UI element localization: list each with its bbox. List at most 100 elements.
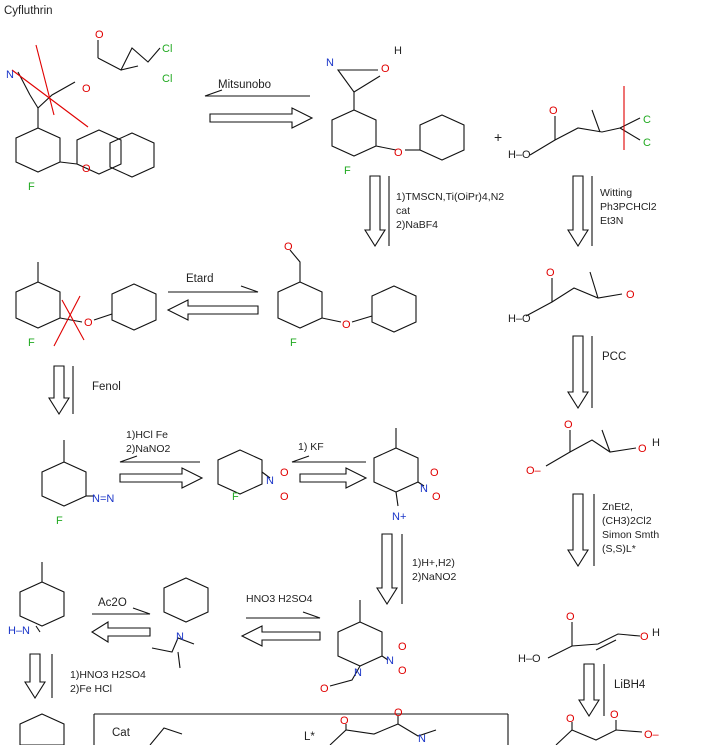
atom-label: N+	[392, 511, 406, 523]
atom-label: O	[84, 317, 93, 329]
atom-label: O	[394, 707, 403, 719]
reagent-pcc: PCC	[602, 351, 626, 363]
atom-label: O	[398, 641, 407, 653]
atom-label: O	[432, 491, 441, 503]
atom-label: O	[610, 709, 619, 721]
arrow-nitration-reduction: 1)HNO3 H2SO4 2)Fe HCl	[24, 653, 146, 700]
atom-label: O	[566, 713, 575, 725]
molecule-cyfluthrin: O O O N Cl Cl F	[6, 29, 172, 193]
molecule-toluidine: H–N	[8, 562, 65, 637]
reagent-nitration-2: 2)Fe HCl	[70, 683, 112, 695]
atom-label: O	[394, 147, 403, 159]
atom-label: N	[386, 655, 394, 667]
atom-label: O	[430, 467, 439, 479]
reagent-wittig: Et3N	[600, 215, 623, 227]
arrow-mitsunobu: Mitsunobo	[204, 79, 314, 129]
atom-label: N	[420, 483, 428, 495]
atom-label: O	[564, 419, 573, 431]
atom-label: H–N	[8, 625, 30, 637]
atom-label: H–O	[508, 149, 531, 161]
atom-label: H–O	[508, 313, 531, 325]
reagent-tmscn: cat	[396, 205, 410, 217]
atom-label: O	[340, 715, 349, 727]
molecule-dichlorovinyl-acid: O H–O C C	[508, 86, 651, 161]
reagent-h-plus: 1)H+,H2)	[412, 557, 455, 569]
reagent-nitration-2: 1)HNO3 H2SO4	[70, 669, 146, 681]
atom-label: C	[643, 137, 651, 149]
atom-label: O	[95, 29, 104, 41]
bottom-structures: Cat L* O O N O O O–	[19, 707, 660, 745]
atom-label: Cl	[162, 43, 172, 55]
reagent-hcl: 2)NaNO2	[126, 443, 171, 455]
reagent-fenol: Fenol	[92, 381, 121, 393]
arrow-fenol: Fenol	[48, 365, 121, 416]
reagent-simmons: Simon Smth	[602, 529, 659, 541]
atom-label: O	[381, 63, 390, 75]
arrow-wittig: Witting Ph3PCHCl2 Et3N	[567, 175, 657, 248]
atom-label: O	[342, 319, 351, 331]
arrow-simmons-smith: ZnEt2, (CH3)2Cl2 Simon Smth (S,S)L*	[567, 493, 659, 568]
arrow-hcl-fe: 1)HCl Fe 2)NaNO2	[119, 429, 204, 489]
reagent-libh4: LiBH4	[614, 679, 646, 691]
atom-label: Cl	[162, 73, 172, 85]
arrow-libh4: LiBH4	[578, 663, 646, 718]
arrow-kf: 1) KF	[291, 441, 368, 489]
atom-label: H	[394, 45, 402, 57]
arrow-ac2o: Ac2O	[90, 597, 151, 643]
atom-label: O–	[644, 729, 660, 741]
atom-label: O–	[526, 465, 542, 477]
arrow-nitration-top: HNO3 H2SO4	[240, 593, 321, 647]
reagent-ligand: L*	[304, 731, 315, 743]
arrow-pcc: PCC	[567, 335, 626, 410]
reagent-simmons: ZnEt2,	[602, 501, 633, 513]
reagent-hcl: 1)HCl Fe	[126, 429, 168, 441]
reagent-simmons: (CH3)2Cl2	[602, 515, 652, 527]
atom-label: O	[398, 665, 407, 677]
molecule-fluoro-aldehyde: O O F	[277, 241, 417, 349]
atom-label: O	[320, 683, 329, 695]
atom-label: N	[418, 733, 426, 745]
reagent-cat: Cat	[112, 727, 131, 739]
atom-label: N	[6, 69, 14, 81]
atom-label: F	[232, 491, 239, 503]
reagent-mitsunobu: Mitsunobo	[218, 79, 271, 91]
atom-label: O	[626, 289, 635, 301]
molecule-cyanohydrin: N O H O F	[326, 45, 465, 177]
atom-label: H–O	[518, 653, 541, 665]
reagent-kf: 1) KF	[298, 441, 324, 453]
reagent-nitration: HNO3 H2SO4	[246, 593, 313, 605]
atom-label: N=N	[92, 493, 114, 505]
atom-label: O	[82, 163, 91, 175]
reagent-simmons: (S,S)L*	[602, 543, 636, 555]
arrow-tmscn: 1)TMSCN,Ti(OiPr)4,N2 cat 2)NaBF4	[364, 175, 504, 248]
atom-label: O	[280, 491, 289, 503]
reagent-etard: Etard	[186, 273, 214, 285]
atom-label: O	[566, 611, 575, 623]
scheme-title: Cyfluthrin	[4, 5, 53, 17]
molecule-hydroxy-aldehyde: O H–O O	[508, 267, 635, 325]
atom-label: N	[176, 631, 184, 643]
reagent-wittig: Ph3PCHCl2	[600, 201, 657, 213]
arrow-etard: Etard	[166, 273, 259, 321]
atom-label: H	[652, 627, 660, 639]
atom-label: F	[28, 337, 35, 349]
molecule-nitro-diazonium: N O O N+	[373, 428, 441, 523]
atom-label: F	[56, 515, 63, 527]
reagent-tmscn: 1)TMSCN,Ti(OiPr)4,N2	[396, 191, 504, 203]
atom-label: N	[354, 667, 362, 679]
atom-label: O	[549, 105, 558, 117]
molecule-hydroxy-enoic-acid: O H–O O H	[518, 611, 660, 665]
atom-label: O	[640, 631, 649, 643]
reagent-h-plus: 2)NaNO2	[412, 571, 457, 583]
atom-label: F	[28, 181, 35, 193]
atom-label: H	[652, 437, 660, 449]
plus-sign: +	[494, 129, 502, 145]
molecule-fluoro-diphenylether: O F	[15, 262, 157, 349]
atom-label: F	[344, 165, 351, 177]
molecule-fluoronitrobenzene: N O O F	[217, 449, 289, 503]
atom-label: N	[266, 475, 274, 487]
atom-label: O	[280, 467, 289, 479]
reagent-tmscn: 2)NaBF4	[396, 219, 438, 231]
atom-label: C	[643, 114, 651, 126]
